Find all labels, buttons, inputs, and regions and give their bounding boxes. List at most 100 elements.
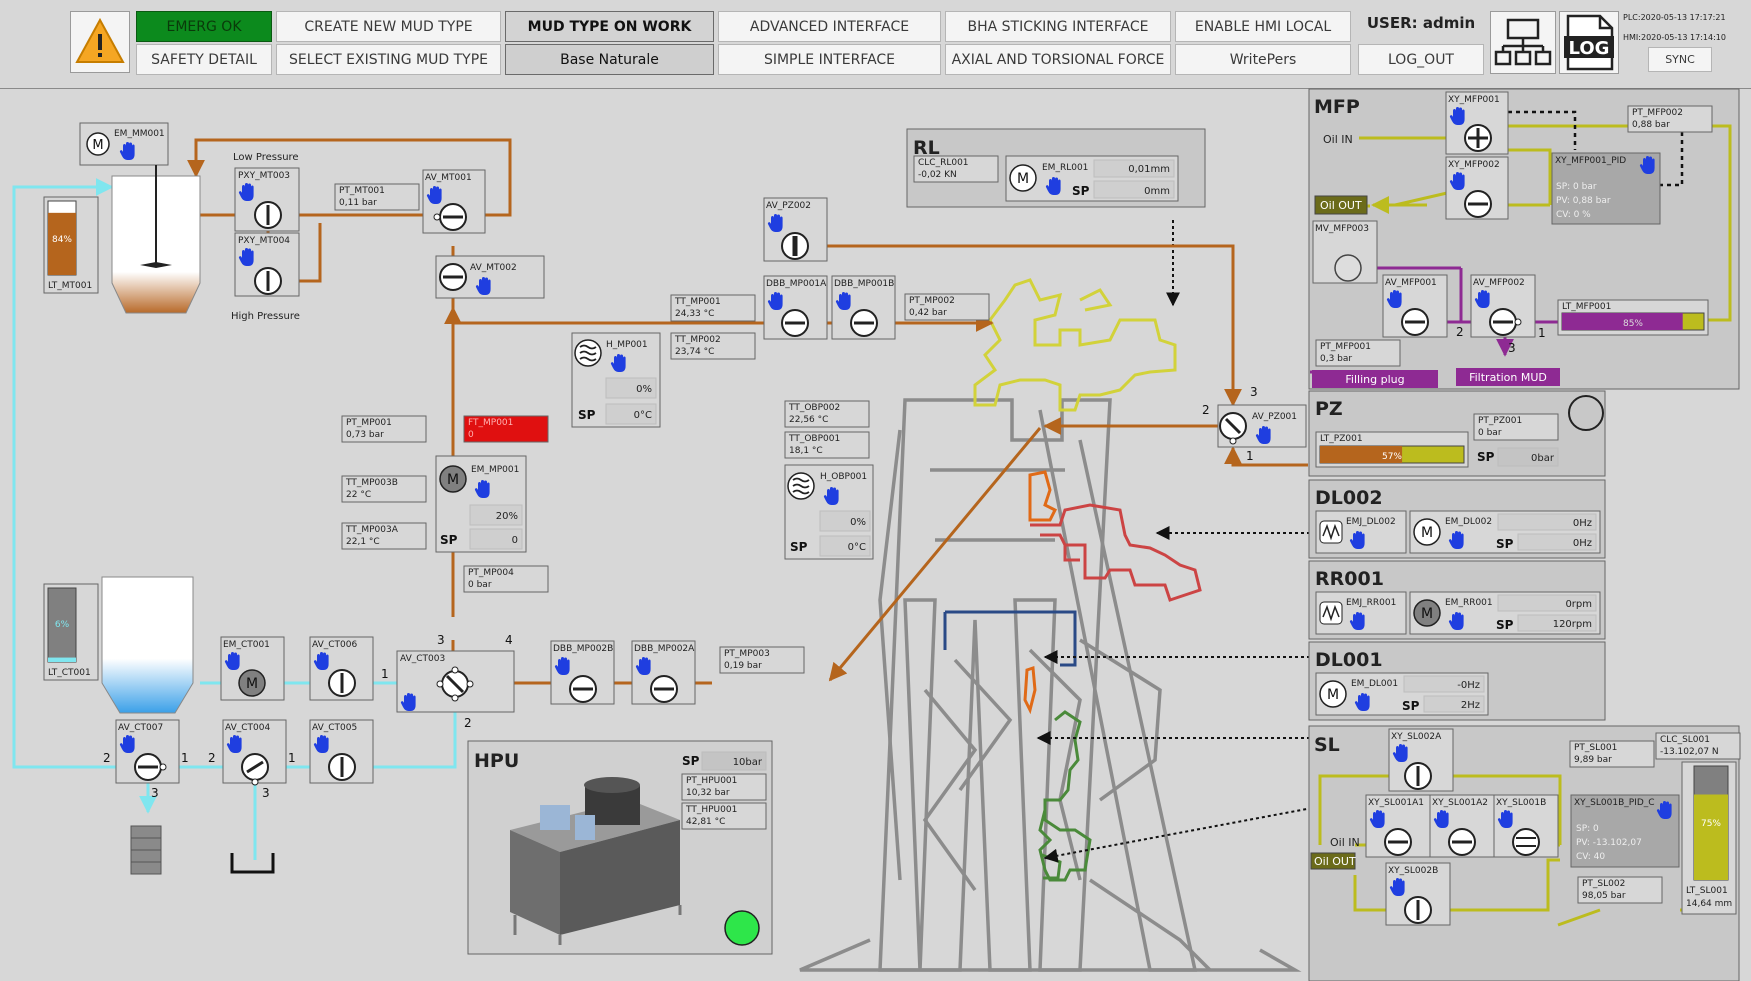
port-3-label: 3 [151, 786, 159, 800]
motor-icon [1009, 164, 1037, 192]
motor-icon [1319, 680, 1347, 708]
dbb-mp001b-box[interactable]: DBB_MP001B [831, 275, 896, 340]
pz-sp-value: 0bar [1531, 453, 1555, 464]
em-mp001-box[interactable]: M EM_MP001 20% SP 0 [435, 455, 527, 553]
av-mt002-box[interactable]: AV_MT002 [435, 255, 545, 299]
xy-sl002b-label: XY_SL002B [1388, 866, 1438, 876]
em-rl001-sp-field[interactable] [1093, 180, 1175, 199]
logout-button[interactable]: LOG_OUT [1358, 44, 1484, 75]
tt-mp001-value: 24,33 °C [675, 309, 714, 319]
valve-icon[interactable] [1512, 828, 1540, 856]
advanced-interface-button[interactable]: ADVANCED INTERFACE [718, 11, 941, 42]
pt-hpu001-value: 10,32 bar [686, 788, 730, 798]
pt-mt001-label: PT_MT001 [339, 186, 385, 196]
av-mt001-box[interactable]: AV_MT001 [422, 169, 486, 234]
em-dl002-sp-field[interactable] [1517, 533, 1597, 551]
sp-label: SP [1496, 618, 1514, 632]
sync-button[interactable]: SYNC [1648, 47, 1712, 72]
em-rl001-value: 0,01mm [1128, 164, 1170, 175]
dbb-mp002a-box[interactable]: DBB_MP002A [631, 640, 696, 705]
em-mm001-box[interactable]: M EM_MM001 [79, 122, 169, 166]
warning-icon[interactable] [70, 11, 130, 73]
xy-sl001a2-label: XY_SL001A2 [1432, 798, 1488, 808]
h-obp001-box[interactable]: H_OBP001 0% SP 0°C [784, 464, 874, 560]
user-label: USER: admin [1366, 14, 1476, 32]
safety-detail-button[interactable]: SAFETY DETAIL [136, 44, 272, 75]
pt-mt001-box: PT_MT001 0,11 bar [334, 183, 420, 211]
port-2-label: 2 [208, 751, 216, 765]
em-rr001-value: 0rpm [1565, 599, 1592, 610]
enable-hmi-local-button[interactable]: ENABLE HMI LOCAL [1175, 11, 1351, 42]
tt-mp001-box: TT_MP001 24,33 °C [670, 294, 756, 322]
pid-cv: CV: 0 % [1556, 210, 1591, 220]
pz-sp-field[interactable] [1497, 447, 1559, 467]
axial-torsional-button[interactable]: AXIAL AND TORSIONAL FORCE [945, 44, 1171, 75]
av-ct005-box[interactable]: AV_CT005 [309, 719, 374, 784]
em-mp001-sp-field[interactable] [469, 528, 523, 550]
pt-hpu001-label: PT_HPU001 [686, 776, 737, 786]
emerg-ok-button[interactable]: EMERG OK [136, 11, 272, 42]
clc-rl001-label: CLC_RL001 [918, 158, 969, 168]
sl-oil-out-label: Oil OUT [1314, 855, 1356, 868]
select-mud-type-button[interactable]: SELECT EXISTING MUD TYPE [276, 44, 501, 75]
port-1-label: 1 [288, 751, 296, 765]
av-ct004-box[interactable]: AV_CT004 [222, 719, 287, 786]
tt-mp003b-value: 22 °C [346, 490, 371, 500]
av-ct003-box[interactable]: AV_CT003 [396, 650, 515, 713]
pt-mp003-value: 0,19 bar [724, 661, 762, 671]
tt-hpu001-value: 42,81 °C [686, 817, 725, 827]
em-rl001-label: EM_RL001 [1042, 163, 1088, 173]
port-3-label: 3 [1508, 341, 1516, 355]
em-dl002-label: EM_DL002 [1445, 517, 1492, 527]
barrel-icon [130, 825, 162, 875]
av-pz001-box[interactable]: AV_PZ001 [1217, 404, 1307, 448]
pt-mp004-label: PT_MP004 [468, 568, 514, 578]
plc-time: PLC:2020-05-13 17:17:21 [1623, 13, 1726, 22]
writepers-button[interactable]: WritePers [1175, 44, 1351, 75]
filling-plug-label: Filling plug [1345, 373, 1404, 386]
em-mp001-value: 20% [496, 511, 518, 522]
sl-pid-pv: PV: -13.102,07 [1576, 838, 1642, 848]
svg-text:M: M [1421, 525, 1433, 541]
pxy-mt004-box[interactable]: PXY_MT004 [234, 232, 300, 297]
pt-mp003-box: PT_MP003 0,19 bar [719, 646, 805, 674]
h-obp001-value: 0% [850, 517, 866, 528]
ft-mp001-label: FT_MP001 [468, 418, 513, 428]
tt-obp001-value: 18,1 °C [789, 446, 823, 456]
dbb-mp002a-label: DBB_MP002A [634, 644, 695, 654]
port-4-label: 4 [505, 633, 513, 647]
hpu-panel: HPU SP 10bar PT_HPU001 10,32 bar TT_HPU0… [467, 740, 773, 955]
valve-icon[interactable] [1334, 254, 1362, 282]
top-toolbar: EMERG OK SAFETY DETAIL CREATE NEW MUD TY… [0, 0, 1751, 89]
hpu-sp-field[interactable] [701, 751, 767, 771]
dbb-mp001a-box[interactable]: DBB_MP001A [763, 275, 828, 340]
av-pz002-box[interactable]: AV_PZ002 [763, 197, 828, 262]
mud-type-on-work-label: MUD TYPE ON WORK [505, 11, 714, 42]
h-mp001-box[interactable]: H_MP001 0% SP 0°C [571, 332, 661, 428]
lt-ct001-box: 6% LT_CT001 [43, 583, 99, 681]
xy-mfp001-pid-box[interactable] [1551, 152, 1661, 225]
av-ct006-box[interactable]: AV_CT006 [309, 636, 374, 701]
log-icon[interactable]: LOG [1559, 11, 1619, 74]
em-rr001-sp-field[interactable] [1517, 614, 1597, 632]
create-mud-type-button[interactable]: CREATE NEW MUD TYPE [276, 11, 501, 42]
sl-pid-label: XY_SL001B_PID_C [1574, 798, 1655, 808]
filtration-mud-button[interactable] [1456, 368, 1560, 386]
em-dl001-sp-field[interactable] [1423, 695, 1485, 713]
bha-sticking-button[interactable]: BHA STICKING INTERFACE [945, 11, 1171, 42]
pxy-mt003-box[interactable]: PXY_MT003 [234, 167, 300, 232]
pz-panel: PZ LT_PZ001 57% PT_PZ001 0 bar SP 0bar [1308, 390, 1606, 477]
em-ct001-box[interactable]: EM_CT001 M [220, 636, 285, 701]
tt-mp003b-label: TT_MP003B [345, 478, 398, 488]
pid-sp: SP: 0 bar [1556, 182, 1597, 192]
av-ct007-box[interactable]: AV_CT007 [115, 719, 180, 784]
network-icon[interactable] [1490, 11, 1556, 74]
mfp-title: MFP [1314, 96, 1360, 118]
filling-plug-button[interactable] [1312, 370, 1438, 388]
dbb-mp002b-box[interactable]: DBB_MP002B [550, 640, 615, 705]
pz-title: PZ [1315, 398, 1343, 420]
simple-interface-button[interactable]: SIMPLE INTERFACE [718, 44, 941, 75]
av-mfp002-label: AV_MFP002 [1473, 278, 1525, 288]
h-mp001-sp-field[interactable] [605, 403, 657, 425]
h-obp001-sp-field[interactable] [819, 535, 871, 557]
